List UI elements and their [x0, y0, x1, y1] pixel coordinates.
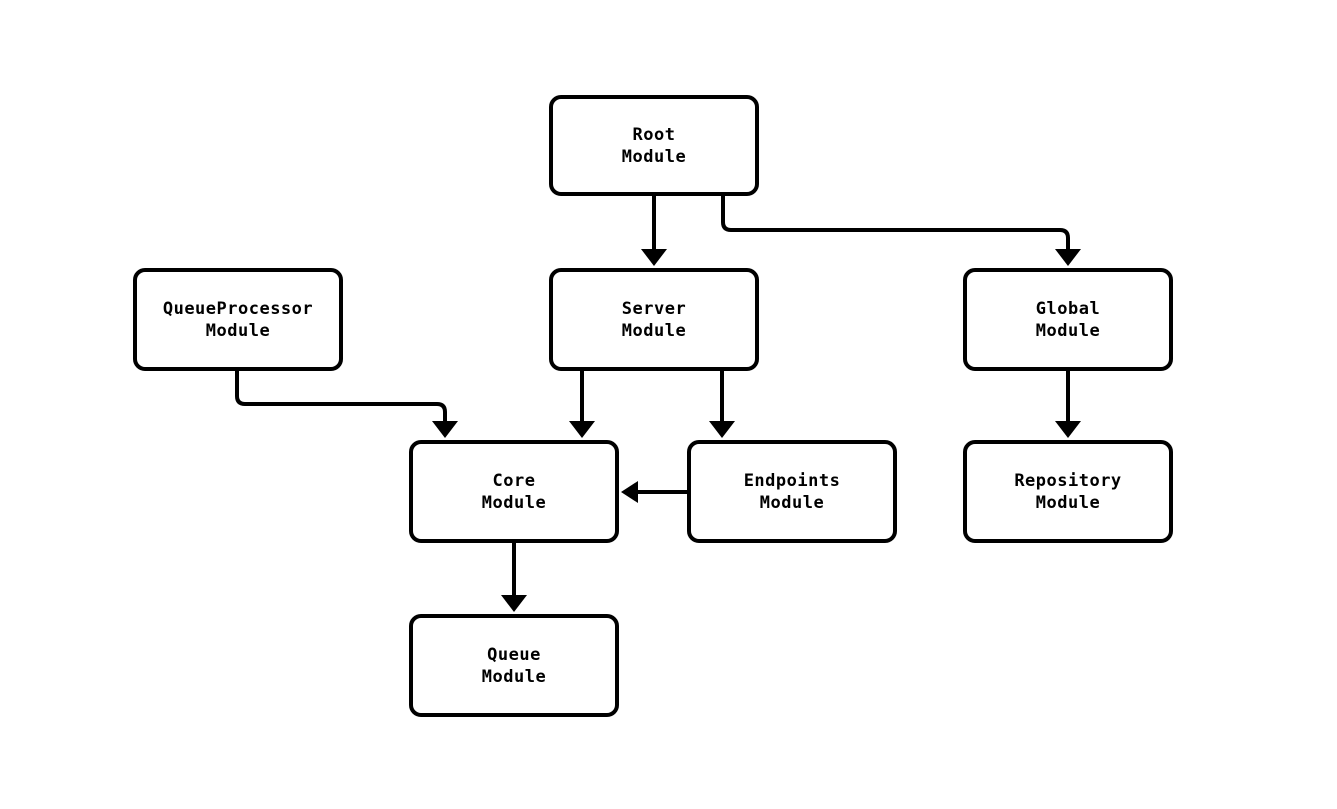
node-label-secondary: Module: [621, 146, 687, 167]
node-label-secondary: Module: [621, 320, 687, 341]
node-label-primary: Repository: [1014, 470, 1122, 491]
arrowhead-queueprocessor-to-core: [432, 421, 458, 438]
node-label-primary: Root: [632, 124, 676, 145]
node-label-primary: Queue: [487, 644, 541, 665]
node-label-primary: Core: [492, 470, 536, 491]
edge-queueprocessor-to-core: [235, 371, 447, 430]
node-label-secondary: Module: [481, 492, 547, 513]
arrowhead-root-to-server: [641, 249, 667, 266]
edge-root-to-global: [721, 196, 1070, 258]
node-label-primary: Global: [1035, 298, 1101, 319]
node-label-secondary: Module: [205, 320, 271, 341]
arrowhead-endpoints-to-core: [621, 481, 638, 503]
node-label-secondary: Module: [759, 492, 825, 513]
arrowhead-server-to-endpoints: [709, 421, 735, 438]
arrowhead-global-to-repository: [1055, 421, 1081, 438]
node-label-primary: Endpoints: [743, 470, 841, 491]
node-label-primary: QueueProcessor: [162, 298, 314, 319]
node-label-secondary: Module: [481, 666, 547, 687]
node-label-secondary: Module: [1035, 492, 1101, 513]
arrowhead-core-to-queue: [501, 595, 527, 612]
node-label-secondary: Module: [1035, 320, 1101, 341]
arrowhead-server-to-core: [569, 421, 595, 438]
node-label-primary: Server: [621, 298, 687, 319]
arrowhead-root-to-global: [1055, 249, 1081, 266]
